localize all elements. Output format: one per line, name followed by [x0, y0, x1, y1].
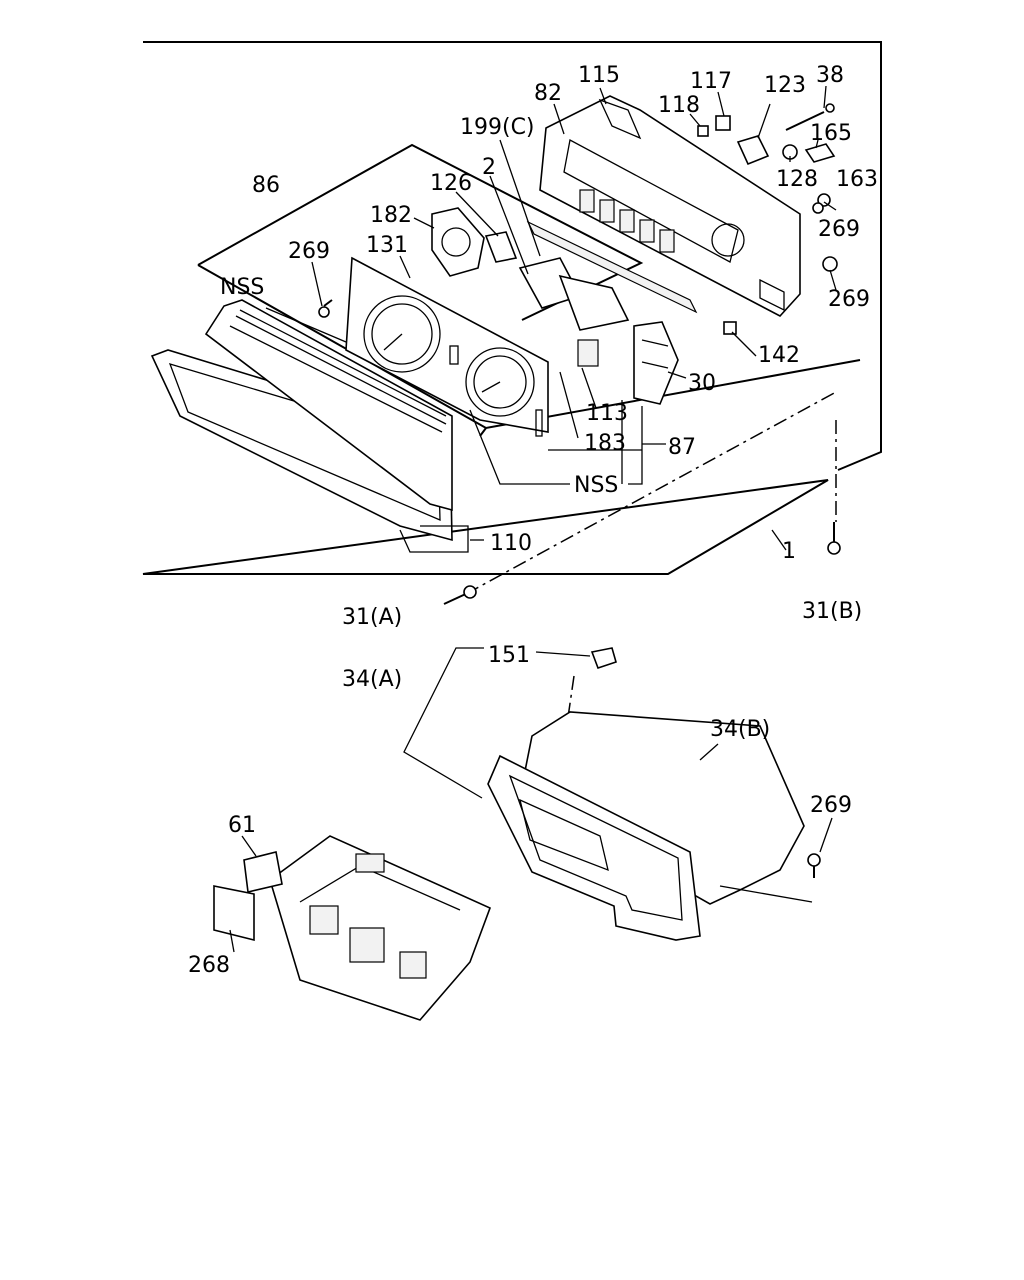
callout-34b: 34(B): [710, 717, 770, 742]
bulb-117-part: [715, 115, 731, 131]
callout-131: 131: [366, 233, 408, 258]
leader-lines-upper: [265, 85, 837, 553]
gauge-face-part: [345, 256, 549, 437]
screw-269-right-lower-part: [822, 256, 838, 272]
callout-269-upper-left: 269: [288, 239, 330, 264]
callout-268: 268: [188, 953, 230, 978]
lens-bezel-part: [150, 299, 453, 542]
tachometer-movement-part: [431, 207, 485, 277]
callout-269-right-upper: 269: [818, 217, 860, 242]
callout-118: 118: [658, 93, 700, 118]
bulb-118-part: [697, 125, 709, 137]
screw-269-upper-left: [318, 299, 333, 318]
callout-87: 87: [668, 435, 696, 460]
leader-lines-lower: [229, 647, 833, 953]
printed-circuit-part: [526, 220, 698, 314]
socket-123-part: [736, 135, 770, 166]
trim-bezel-part: [487, 754, 701, 941]
callout-nss-upper: NSS: [220, 275, 264, 300]
callout-151: 151: [488, 643, 530, 668]
callout-163: 163: [836, 167, 878, 192]
callout-1: 1: [782, 539, 796, 564]
speedometer-movement-part: [484, 231, 630, 367]
screw-31b-part: [827, 522, 841, 555]
callout-128: 128: [776, 167, 818, 192]
callout-61: 61: [228, 813, 256, 838]
callout-165: 165: [810, 121, 852, 146]
switch-61-part: [243, 851, 283, 893]
callout-269-right-lower: 269: [828, 287, 870, 312]
callout-115: 115: [578, 63, 620, 88]
callout-113: 113: [586, 401, 628, 426]
cover-268-part: [213, 885, 255, 942]
harness-38-part: [785, 103, 835, 131]
callout-31b: 31(B): [802, 599, 862, 624]
screw-31a-part: [443, 585, 477, 605]
callout-82: 82: [534, 81, 562, 106]
callout-38: 38: [816, 63, 844, 88]
screw-269-right-upper-part: [812, 202, 824, 214]
plate-165-part: [804, 143, 836, 163]
callout-182: 182: [370, 203, 412, 228]
dashboard-panel-part: [269, 835, 492, 1021]
assembly-frame: [142, 41, 882, 575]
alignment-line-1: [465, 391, 837, 595]
callout-86: 86: [252, 173, 280, 198]
gauge-module-part: [633, 321, 679, 405]
callout-110: 110: [490, 531, 532, 556]
bulb-142-part: [723, 321, 737, 335]
callout-2: 2: [482, 155, 496, 180]
rear-housing-part: [539, 95, 801, 317]
callout-31a: 31(A): [342, 605, 402, 630]
callout-nss-lower: NSS: [574, 473, 618, 498]
clip-151-part: [590, 647, 617, 670]
callout-117: 117: [690, 69, 732, 94]
screw-269-lower-part: [807, 853, 821, 878]
callout-126: 126: [430, 171, 472, 196]
callout-30: 30: [688, 371, 716, 396]
callout-269-lower: 269: [810, 793, 852, 818]
screw-163-part: [817, 193, 831, 207]
callout-34a: 34(A): [342, 667, 402, 692]
callout-199c: 199(C): [460, 115, 535, 140]
callout-183: 183: [584, 431, 626, 456]
callout-142: 142: [758, 343, 800, 368]
callout-123: 123: [764, 73, 806, 98]
